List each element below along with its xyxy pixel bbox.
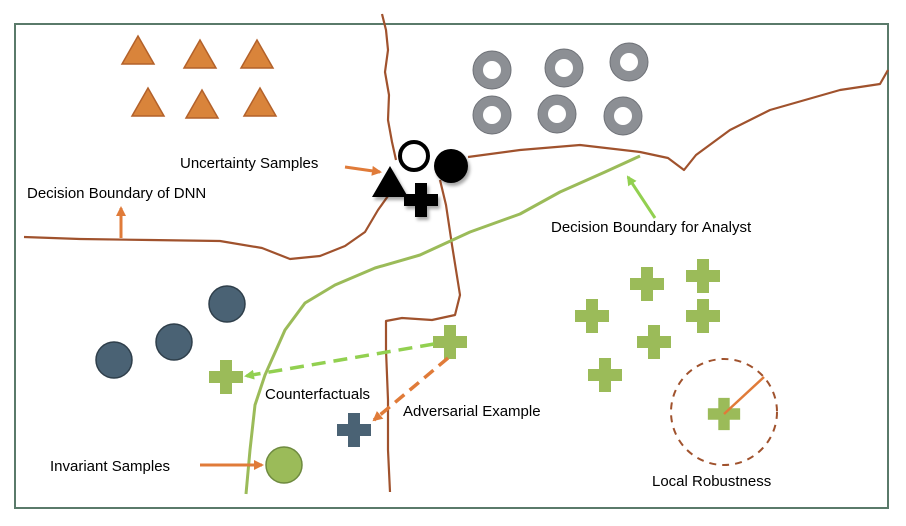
local-robustness-region [670,358,778,466]
plus-icon [209,360,243,394]
label-invariant-samples: Invariant Samples [50,458,170,475]
triangle-icon [182,38,218,69]
triangle-icon [372,166,408,197]
plus-icon [337,413,371,447]
circle-icon [95,341,133,379]
circle-icon [434,149,468,183]
light-plus-class [209,259,720,394]
arrow-adversarial [372,356,450,422]
plus-icon [686,299,720,333]
triangle-icon [184,88,220,119]
arrow-counterfactual [244,342,435,380]
circle-icon [155,323,193,361]
dark-circle-class [95,285,246,379]
annotation-arrows [116,165,657,470]
plus-icon [637,325,671,359]
invariant-sample-circle [265,446,303,484]
plus-icon [575,299,609,333]
ring-icon [398,140,430,172]
diagram-frame [14,23,889,509]
label-decision-boundary-dnn: Decision Boundary of DNN [27,185,206,202]
triangle-icon [130,86,166,117]
label-counterfactuals: Counterfactuals [265,386,370,403]
ring-icon [604,97,642,135]
label-adversarial-example: Adversarial Example [403,403,541,420]
plus-icon [433,325,467,359]
plus-icon [686,259,720,293]
analyst-decision-boundary [244,154,641,495]
ring-icon [473,96,511,134]
ring-icon [545,49,583,87]
dnn-decision-boundary [23,13,889,493]
triangle-class [120,34,278,119]
ring-icon [538,95,576,133]
ring-class [473,43,648,135]
uncertainty-samples-cluster [372,140,468,217]
triangle-icon [239,38,275,69]
plus-icon [588,358,622,392]
circle-icon [208,285,246,323]
label-uncertainty-samples: Uncertainty Samples [180,155,318,172]
arrow-analyst-boundary [626,175,657,219]
plus-icon [630,267,664,301]
arrow-uncertainty [344,165,382,176]
plus-icon [404,183,438,217]
ring-icon [473,51,511,89]
triangle-icon [242,86,278,117]
label-local-robustness: Local Robustness [652,473,771,490]
ring-icon [610,43,648,81]
triangle-icon [120,34,156,65]
label-decision-boundary-analyst: Decision Boundary for Analyst [551,219,752,236]
